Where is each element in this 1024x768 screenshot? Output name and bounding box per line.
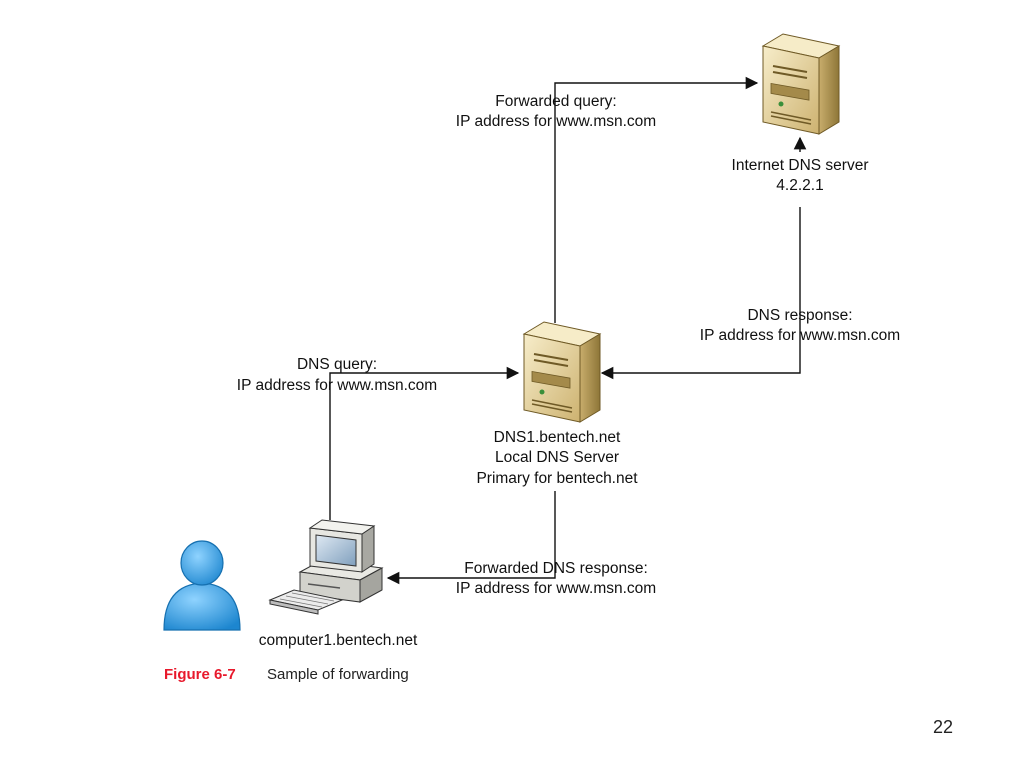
forwarded-response-label-line2: IP address for www.msn.com	[456, 580, 656, 597]
internet-dns-server-label: Internet DNS server	[732, 157, 869, 174]
local-dns-server-role: Local DNS Server	[495, 449, 619, 466]
internet-dns-server-ip: 4.2.2.1	[776, 177, 823, 194]
forwarded-query-label-line1: Forwarded query:	[495, 93, 616, 110]
figure-caption: Sample of forwarding	[267, 666, 409, 683]
dns-response-label-line1: DNS response:	[747, 307, 852, 324]
person-icon	[163, 540, 241, 631]
forwarded-response-label-line1: Forwarded DNS response:	[464, 560, 648, 577]
internet-dns-server-icon	[761, 33, 841, 135]
dns-response-arrow	[600, 207, 801, 380]
figure-number: Figure 6-7	[164, 666, 236, 683]
forwarded-query-label-line2: IP address for www.msn.com	[456, 113, 656, 130]
local-dns-server-hostname: DNS1.bentech.net	[494, 429, 621, 446]
forwarded-response-arrow	[386, 491, 556, 585]
page-number: 22	[933, 717, 953, 737]
forwarded-query-arrow	[554, 76, 759, 323]
dns-query-arrow	[329, 366, 520, 520]
client-computer-icon	[268, 519, 384, 615]
dns-query-label-line1: DNS query:	[297, 356, 377, 373]
local-dns-server-icon	[522, 321, 602, 423]
client-computer-label: computer1.bentech.net	[259, 632, 418, 649]
local-dns-server-zone: Primary for bentech.net	[476, 470, 638, 487]
dns-response-label-line2: IP address for www.msn.com	[700, 327, 900, 344]
dns-query-label-line2: IP address for www.msn.com	[237, 377, 437, 394]
